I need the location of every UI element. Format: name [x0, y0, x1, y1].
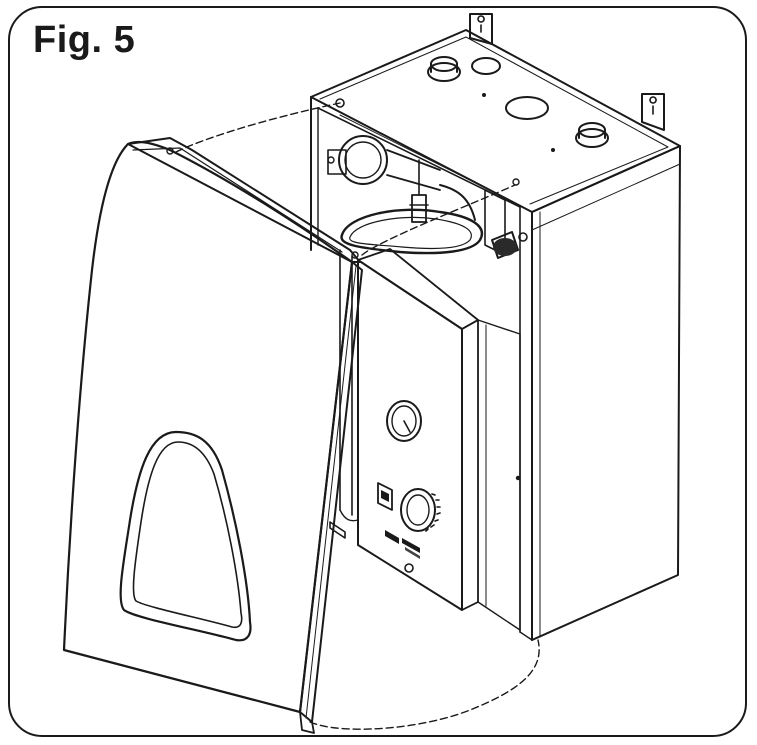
wall-brackets: [469, 13, 665, 131]
front-cover-panel: [62, 140, 354, 714]
front-cover: [62, 137, 363, 734]
top-left-fitting: [427, 62, 461, 82]
flue-ring: [340, 208, 483, 255]
cover-window-outer: [119, 430, 252, 642]
removal-path-lines: [175, 102, 540, 730]
pump: [338, 135, 388, 185]
control-panel-side: [461, 319, 479, 611]
top-center-opening: [505, 96, 549, 120]
figure-label: Fig. 5: [33, 19, 136, 61]
brand-logo: [385, 530, 399, 544]
gas-valve: [411, 194, 427, 223]
boiler-casing: [310, 29, 681, 641]
internal-components: [327, 135, 528, 259]
temperature-knob: [400, 488, 436, 532]
pressure-gauge: [386, 400, 422, 442]
control-panel-front: [357, 259, 463, 611]
figure-frame: [8, 6, 747, 737]
indicator-light: [404, 563, 414, 573]
top-right-fitting: [575, 128, 609, 148]
boiler-frame-left: [329, 249, 359, 539]
control-panel: [357, 248, 521, 631]
power-switch: [377, 482, 393, 511]
cover-window-inner: [132, 441, 243, 629]
top-pipe-fittings: [335, 56, 609, 152]
control-panel-top: [357, 248, 479, 330]
